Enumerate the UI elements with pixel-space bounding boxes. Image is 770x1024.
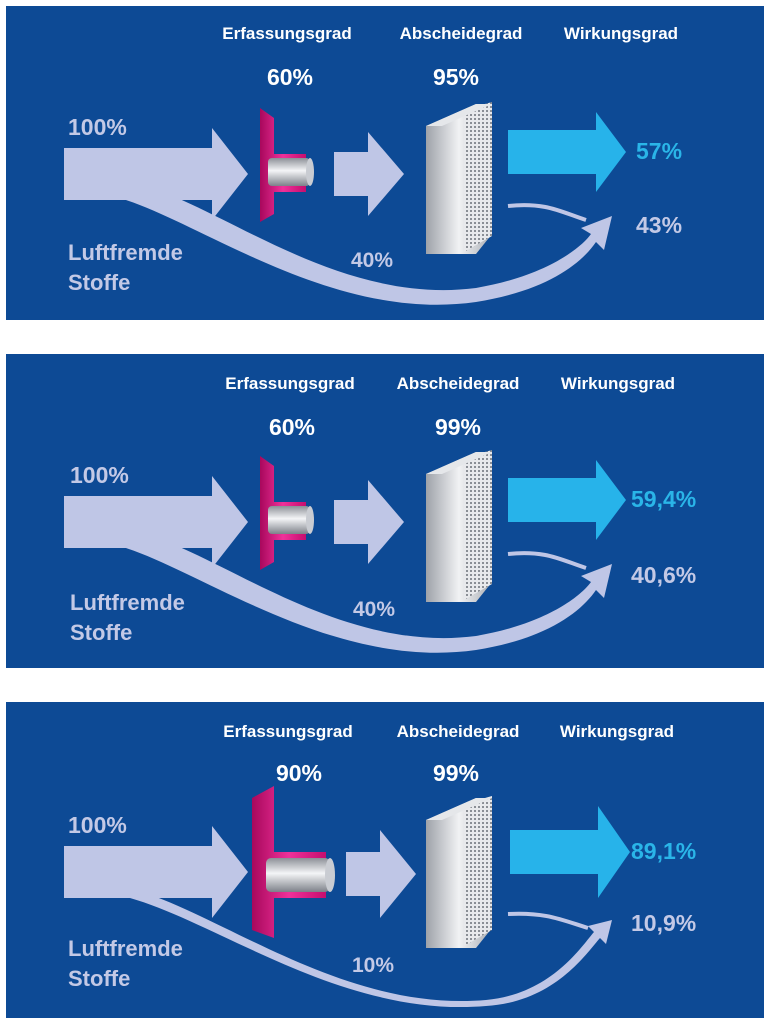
- source-label-line1: Luftfremde: [68, 240, 183, 265]
- panel-2-diagram: [64, 450, 626, 653]
- efficiency-header: Wirkungsgrad: [560, 374, 676, 393]
- bypass-value: 40%: [353, 598, 396, 621]
- source-label-line2: Stoffe: [68, 966, 131, 991]
- efficiency-flow-arrow: [508, 112, 626, 192]
- separation-header: Abscheidegrad: [399, 24, 523, 43]
- separation-value: 99%: [434, 414, 482, 440]
- panel-3-diagram: [64, 786, 630, 1008]
- captured-flow-arrow: [346, 830, 416, 918]
- bypass-flow-arrow: [126, 184, 612, 305]
- panel-1-diagram: [64, 102, 626, 305]
- efficiency-value: 89,1%: [631, 838, 697, 864]
- input-value: 100%: [68, 812, 127, 838]
- capture-hood-icon: [260, 108, 314, 222]
- input-value: 100%: [68, 114, 127, 140]
- source-label: Luftfremde Stoffe: [70, 588, 185, 648]
- input-flow-arrow: [64, 128, 248, 220]
- efficiency-header: Wirkungsgrad: [563, 24, 679, 43]
- source-label-line1: Luftfremde: [68, 936, 183, 961]
- source-label: Luftfremde Stoffe: [68, 934, 183, 994]
- panel-2: Erfassungsgrad Abscheidegrad Wirkungsgra…: [6, 354, 764, 668]
- remainder-value: 43%: [636, 212, 683, 238]
- input-flow-arrow: [64, 476, 248, 568]
- bypass-flow-arrow: [130, 890, 612, 1008]
- captured-flow-arrow: [334, 480, 404, 564]
- capture-hood-icon: [252, 786, 335, 938]
- residual-flow-line: [507, 911, 589, 930]
- input-flow-arrow: [64, 826, 248, 918]
- panel-3: Erfassungsgrad Abscheidegrad Wirkungsgra…: [6, 702, 764, 1018]
- filter-icon: [426, 102, 492, 254]
- source-label-line2: Stoffe: [70, 620, 133, 645]
- residual-flow-line: [507, 551, 587, 570]
- separation-value: 95%: [432, 64, 480, 90]
- source-label-line2: Stoffe: [68, 270, 131, 295]
- efficiency-header: Wirkungsgrad: [559, 722, 675, 741]
- source-label-line1: Luftfremde: [70, 590, 185, 615]
- remainder-value: 10,9%: [631, 910, 697, 936]
- capture-header: Erfassungsgrad: [222, 24, 352, 43]
- separation-value: 99%: [432, 760, 480, 786]
- captured-flow-arrow: [334, 132, 404, 216]
- separation-header: Abscheidegrad: [396, 374, 520, 393]
- efficiency-value: 57%: [636, 138, 683, 164]
- capture-value: 60%: [266, 64, 314, 90]
- efficiency-value: 59,4%: [631, 486, 697, 512]
- bypass-value: 40%: [351, 249, 394, 272]
- capture-value: 90%: [275, 760, 323, 786]
- bypass-value: 10%: [352, 954, 395, 977]
- separation-header: Abscheidegrad: [396, 722, 520, 741]
- panel-1: Erfassungsgrad Abscheidegrad Wirkungsgra…: [6, 6, 764, 320]
- efficiency-flow-arrow: [508, 460, 626, 540]
- capture-value: 60%: [268, 414, 316, 440]
- residual-flow-line: [507, 203, 587, 222]
- capture-header: Erfassungsgrad: [223, 722, 353, 741]
- capture-hood-icon: [260, 456, 314, 570]
- capture-header: Erfassungsgrad: [225, 374, 355, 393]
- filter-icon: [426, 450, 492, 602]
- source-label: Luftfremde Stoffe: [68, 238, 183, 298]
- filter-icon: [426, 796, 492, 948]
- input-value: 100%: [70, 462, 129, 488]
- remainder-value: 40,6%: [631, 562, 697, 588]
- bypass-flow-arrow: [126, 532, 612, 653]
- efficiency-flow-arrow: [510, 806, 630, 898]
